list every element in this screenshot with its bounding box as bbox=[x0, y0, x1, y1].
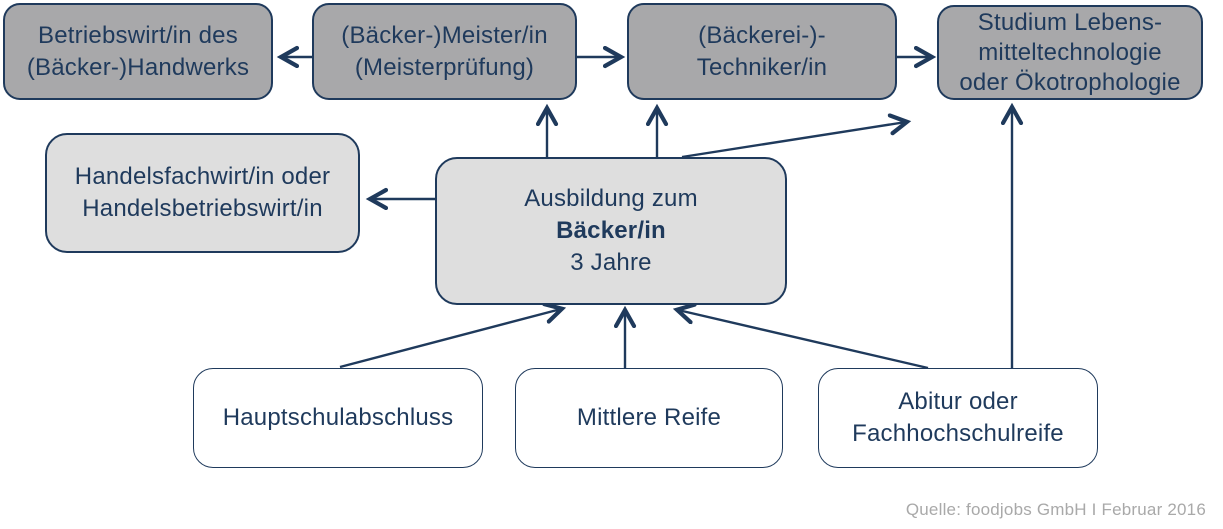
node-line: oder Ökotrophologie bbox=[959, 68, 1181, 96]
node-mittlere-reife: Mittlere Reife bbox=[515, 368, 783, 468]
node-line: (Bäcker-)Handwerks bbox=[26, 53, 250, 81]
node-line: 3 Jahre bbox=[570, 249, 652, 276]
node-abitur: Abitur oder Fachhochschulreife bbox=[818, 368, 1098, 468]
node-techniker: (Bäckerei-)- Techniker/in bbox=[627, 3, 897, 100]
node-line: Ausbildung zum bbox=[524, 185, 698, 212]
arrow-hauptschulabschluss-to-ausbildung bbox=[339, 309, 561, 369]
node-line: (Meisterprüfung) bbox=[354, 53, 535, 81]
node-line: Abitur oder bbox=[898, 388, 1018, 415]
arrow-abitur-to-ausbildung bbox=[678, 310, 929, 370]
node-line: Handelsfachwirt/in oder bbox=[74, 163, 331, 190]
node-studium: Studium Lebens- mitteltechnologie oder Ö… bbox=[937, 5, 1203, 100]
node-line: Hauptschulabschluss bbox=[222, 404, 454, 431]
node-line: Techniker/in bbox=[696, 53, 828, 81]
source-caption: Quelle: foodjobs GmbH I Februar 2016 bbox=[905, 500, 1206, 519]
node-line: Fachhochschulreife bbox=[852, 420, 1064, 447]
node-meister: (Bäcker-)Meister/in (Meisterprüfung) bbox=[312, 3, 577, 100]
node-ausbildung: Ausbildung zum Bäcker/in 3 Jahre bbox=[435, 157, 787, 305]
node-line: Bäcker/in bbox=[556, 217, 666, 244]
node-line: mitteltechnologie bbox=[978, 38, 1162, 66]
node-line: Handelsbetriebswirt/in bbox=[82, 195, 323, 222]
node-handelsfachwirt: Handelsfachwirt/in oder Handelsbetriebsw… bbox=[45, 133, 360, 253]
node-line: (Bäcker-)Meister/in bbox=[341, 21, 548, 49]
node-betriebswirt: Betriebswirt/in des (Bäcker-)Handwerks bbox=[3, 3, 273, 100]
node-hauptschulabschluss: Hauptschulabschluss bbox=[193, 368, 483, 468]
arrow-ausbildung-to-studium bbox=[681, 122, 906, 159]
node-line: Studium Lebens- bbox=[977, 8, 1163, 36]
node-line: (Bäckerei-)- bbox=[698, 21, 826, 49]
node-line: Betriebswirt/in des bbox=[38, 21, 238, 49]
node-line: Mittlere Reife bbox=[576, 404, 722, 431]
